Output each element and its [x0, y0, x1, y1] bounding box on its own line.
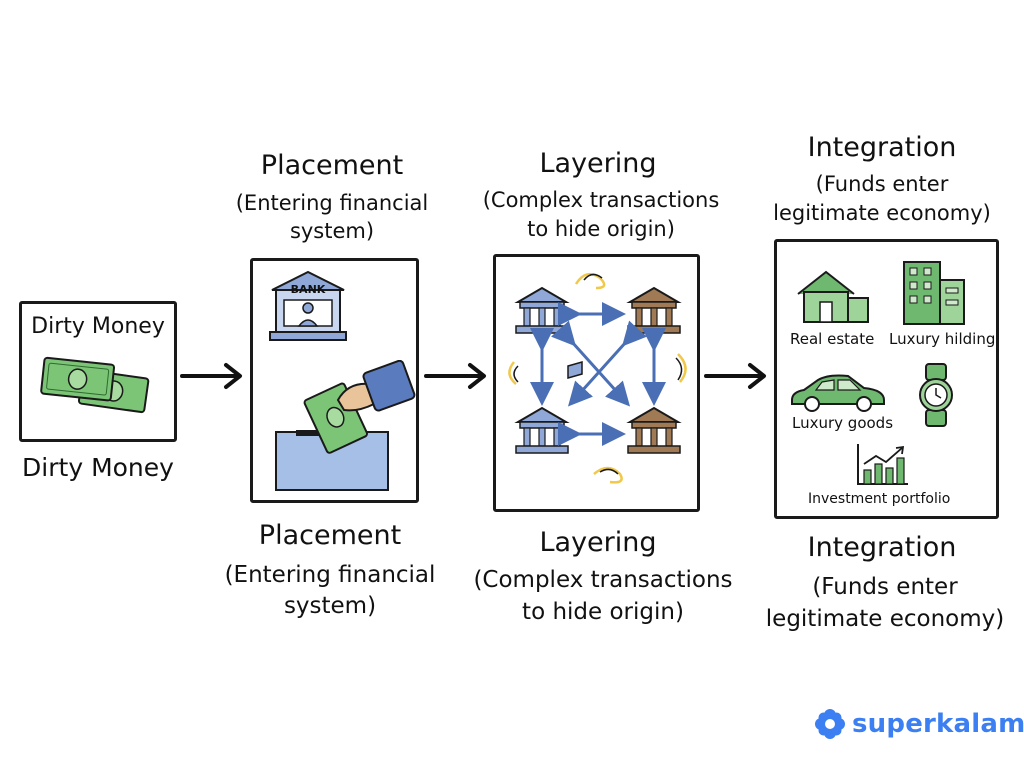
investment-portfolio-label: Investment portfolio [808, 491, 951, 507]
layering-subtitle-bottom-line1: (Complex transactions [473, 567, 733, 593]
layering-subtitle-top-line1: (Complex transactions [482, 188, 720, 212]
car-icon [791, 374, 885, 412]
brand-flower-icon [815, 709, 845, 739]
brand-logo: superkalam [814, 708, 1024, 740]
arrow-right-icon [180, 363, 242, 389]
dirty-money-box-label: Dirty Money [31, 314, 165, 339]
dirty-money-caption: Dirty Money [22, 453, 174, 482]
layering-network [508, 272, 687, 484]
bank-brown-bottom-right-icon [626, 406, 682, 454]
bank-sign: BANK [290, 283, 326, 296]
bank-icon [269, 270, 347, 341]
deposit-hand-icon [275, 360, 416, 491]
placement-subtitle-top-line2: system) [289, 219, 375, 243]
layering-title-bottom: Layering [539, 527, 657, 558]
integration-title-bottom: Integration [807, 532, 957, 563]
integration-subtitle-top-line2: legitimate economy) [773, 201, 991, 225]
watch-icon [919, 363, 953, 427]
cash-icon [40, 356, 150, 414]
layering-subtitle-bottom-line2: to hide origin) [522, 599, 684, 625]
luxury-goods-label: Luxury goods [792, 414, 894, 432]
bank-blue-bottom-left-icon [514, 406, 570, 454]
arrow-right-icon [704, 363, 766, 389]
bank-blue-top-left-icon [514, 286, 570, 334]
layering-subtitle-top-line2: to hide origin) [527, 217, 675, 241]
brand-name: superkalam [852, 709, 1024, 739]
integration-subtitle-bottom-line1: (Funds enter [812, 574, 958, 600]
integration-subtitle-top-line1: (Funds enter [815, 172, 949, 196]
placement-subtitle-bottom-line2: system) [283, 593, 377, 619]
placement-title-bottom: Placement [258, 520, 402, 551]
building-icon [903, 261, 965, 325]
layering-title-top: Layering [539, 148, 657, 179]
placement-subtitle-bottom-line1: (Entering financial [224, 562, 436, 588]
investment-chart-icon [857, 444, 908, 485]
real-estate-label: Real estate [790, 330, 875, 348]
integration-subtitle-bottom-line2: legitimate economy) [765, 606, 1005, 632]
bank-brown-top-right-icon [626, 286, 682, 334]
house-icon [797, 270, 869, 323]
placement-title-top: Placement [260, 150, 404, 181]
integration-title-top: Integration [807, 132, 957, 163]
luxury-hilding-label: Luxury hilding [889, 330, 996, 348]
arrow-right-icon [424, 363, 486, 389]
placement-subtitle-top-line1: (Entering financial [235, 191, 429, 215]
